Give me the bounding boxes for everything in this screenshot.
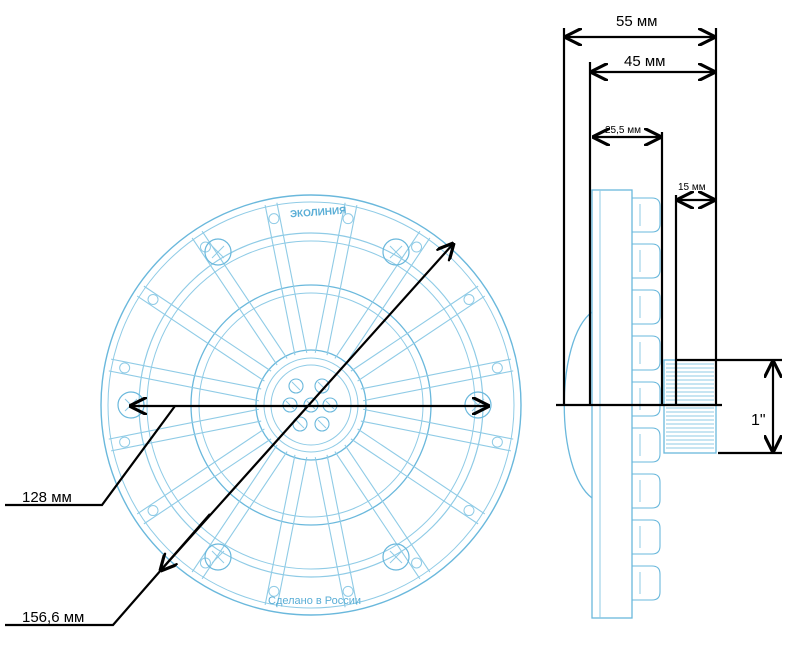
rim-tab	[411, 557, 423, 569]
terminal-screw-icon	[314, 416, 330, 432]
inner-diameter-leader	[5, 405, 176, 507]
inner-diameter-label: 128 мм	[22, 489, 72, 506]
screw-hole-icon	[382, 238, 410, 266]
spoke-line	[143, 438, 272, 525]
spoke-line	[276, 202, 308, 353]
screw-hole-icon	[204, 543, 232, 571]
flange-tab	[632, 335, 661, 371]
terminal-screw-icon	[288, 378, 304, 394]
rim-tab	[342, 585, 354, 597]
depth-45-label: 45 мм	[624, 53, 665, 70]
flange-tab	[632, 197, 661, 233]
depth-55-label: 55 мм	[616, 13, 657, 30]
spoke-line	[191, 237, 278, 366]
spoke-line	[191, 444, 278, 573]
rim-tab	[147, 293, 159, 305]
rim-tab	[268, 585, 280, 597]
rim-tab	[342, 213, 354, 225]
rim-tab	[491, 436, 503, 448]
spoke-line	[108, 370, 259, 402]
thread-length-label: 15 мм	[678, 182, 706, 193]
flange-tab	[632, 427, 661, 463]
rim-tab	[491, 362, 503, 374]
rim-tab	[411, 241, 423, 253]
spoke-line	[344, 444, 431, 573]
made-in-label: Сделано в России	[268, 595, 361, 607]
flange-tab	[632, 519, 661, 555]
brand-mark: ЭКОЛИНИЯ	[290, 205, 347, 220]
spoke-line	[143, 285, 272, 372]
spoke-line	[350, 285, 479, 372]
outer-diameter-label: 156,6 мм	[22, 609, 84, 626]
spoke-line	[363, 408, 514, 440]
spoke-line	[276, 457, 308, 608]
rim-tab	[147, 505, 159, 517]
thread-size-label: 1"	[751, 412, 766, 429]
spoke-line	[350, 438, 479, 525]
flange-tab	[632, 473, 661, 509]
flange-tab	[632, 243, 661, 279]
spoke-line	[314, 457, 346, 608]
rim-tab	[463, 505, 475, 517]
dimension-lines	[5, 28, 782, 627]
rim-tab	[463, 293, 475, 305]
spoke-line	[344, 237, 431, 366]
flange-tab	[632, 289, 661, 325]
spoke-line	[363, 370, 514, 402]
spoke-line	[108, 408, 259, 440]
depth-25-label: 25,5 мм	[605, 125, 641, 136]
outer-diameter-leader	[5, 513, 211, 627]
flange-tab	[632, 565, 661, 601]
spoke-line	[314, 202, 346, 353]
screw-hole-icon	[204, 238, 232, 266]
rim-tab	[268, 213, 280, 225]
rim-tab	[119, 362, 131, 374]
flange-tab	[632, 381, 661, 417]
rim-tab	[119, 436, 131, 448]
